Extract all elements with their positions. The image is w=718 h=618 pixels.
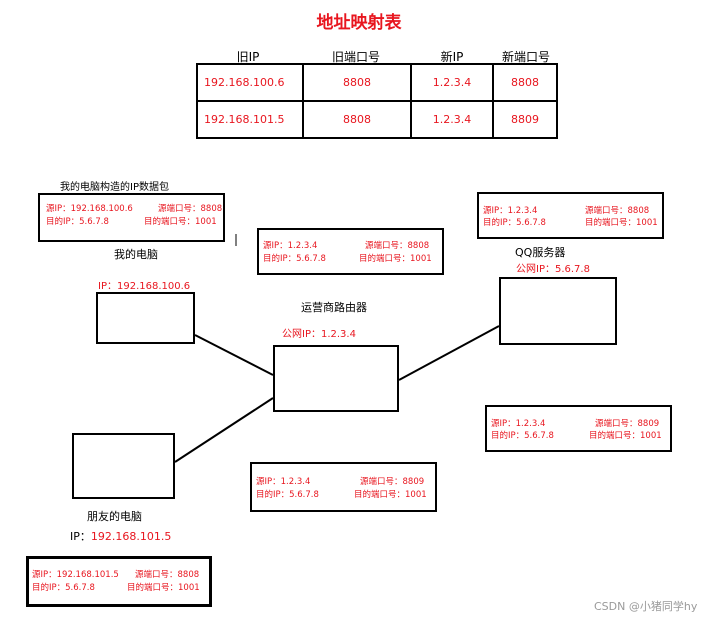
packet-dst-ip: 目的IP：5.6.7.8 — [256, 490, 319, 500]
table-header-old-ip: 旧IP — [236, 50, 260, 64]
packet-src-ip: 源IP：1.2.3.4 — [256, 477, 311, 487]
line-friend-router — [174, 397, 274, 463]
packet-dst-port: 目的端口号：1001 — [589, 431, 662, 441]
watermark: CSDN @小猪同学hy — [594, 600, 698, 613]
line-router-qq — [398, 325, 500, 381]
qq-server-node — [499, 277, 617, 345]
my-pc-node — [96, 292, 195, 344]
router-outgoing-packet-8809: 源IP：1.2.3.4 源端口号：8809 目的IP：5.6.7.8 目的端口号… — [250, 462, 437, 512]
friend-pc-ip-value: 192.168.101.5 — [90, 530, 172, 543]
packet-dst-ip: 目的IP：5.6.7.8 — [483, 218, 546, 228]
packet-src-ip: 源IP：1.2.3.4 — [263, 241, 318, 251]
my-pc-label: 我的电脑 — [114, 248, 158, 261]
line-mypc-router — [194, 334, 274, 376]
page-title: 地址映射表 — [316, 13, 402, 33]
address-mapping-table: 192.168.100.6 8808 1.2.3.4 8808 192.168.… — [196, 63, 558, 139]
my-pc-ip: IP：192.168.100.6 — [98, 281, 191, 292]
packet-dst-port: 目的端口号：1001 — [359, 254, 432, 264]
packet-src-ip: 源IP：1.2.3.4 — [491, 419, 546, 429]
router-public-ip: 公网IP：1.2.3.4 — [282, 329, 356, 340]
table-header-old-port: 旧端口号 — [331, 50, 380, 64]
my-pc-packet: 源IP：192.168.100.6 源端口号：8808 目的IP：5.6.7.8… — [38, 193, 225, 242]
table-row: 192.168.100.6 8808 1.2.3.4 8808 — [196, 63, 558, 102]
packet-src-ip: 源IP：192.168.100.6 — [46, 204, 133, 214]
friend-pc-node — [72, 433, 175, 499]
qq-server-public-ip: 公网IP：5.6.7.8 — [516, 264, 590, 275]
table-cell: 8808 — [492, 63, 558, 102]
packet-src-port: 源端口号：8808 — [135, 570, 200, 580]
qq-server-label: QQ服务器 — [515, 246, 566, 259]
packet-dst-port: 目的端口号：1001 — [127, 583, 200, 593]
friend-pc-packet: 源IP：192.168.101.5 源端口号：8808 目的IP：5.6.7.8… — [26, 556, 212, 607]
table-header-new-ip: 新IP — [440, 50, 464, 64]
router-node — [273, 345, 399, 412]
my-pc-packet-caption: 我的电脑构造的IP数据包 — [60, 182, 169, 193]
table-header-new-port: 新端口号 — [501, 50, 550, 64]
packet-dst-ip: 目的IP：5.6.7.8 — [263, 254, 326, 264]
table-row: 192.168.101.5 8808 1.2.3.4 8809 — [196, 100, 558, 139]
table-cell: 8808 — [302, 63, 412, 102]
table-cell: 192.168.101.5 — [196, 100, 304, 139]
router-label: 运营商路由器 — [301, 301, 367, 314]
table-cell: 8809 — [492, 100, 558, 139]
table-cell: 8808 — [302, 100, 412, 139]
packet-src-ip: 源IP：192.168.101.5 — [32, 570, 119, 580]
packet-src-port: 源端口号：8809 — [360, 477, 425, 487]
packet-dst-ip: 目的IP：5.6.7.8 — [32, 583, 95, 593]
friend-pc-ip: IP：192.168.101.5 — [70, 528, 171, 544]
packet-src-ip: 源IP：1.2.3.4 — [483, 206, 538, 216]
packet-src-port: 源端口号：8808 — [585, 206, 650, 216]
router-outgoing-packet-8808: 源IP：1.2.3.4 源端口号：8808 目的IP：5.6.7.8 目的端口号… — [257, 228, 444, 275]
packet-dst-port: 目的端口号：1001 — [354, 490, 427, 500]
packet-dst-ip: 目的IP：5.6.7.8 — [46, 217, 109, 227]
packet-dst-port: 目的端口号：1001 — [144, 217, 217, 227]
packet-dst-ip: 目的IP：5.6.7.8 — [491, 431, 554, 441]
table-cell: 1.2.3.4 — [410, 63, 494, 102]
packet-src-port: 源端口号：8808 — [365, 241, 430, 251]
packet-src-port: 源端口号：8808 — [158, 204, 223, 214]
friend-pc-label: 朋友的电脑 — [87, 510, 142, 523]
packet-dst-port: 目的端口号：1001 — [585, 218, 658, 228]
table-cell: 192.168.100.6 — [196, 63, 304, 102]
qq-server-packet-8808: 源IP：1.2.3.4 源端口号：8808 目的IP：5.6.7.8 目的端口号… — [477, 192, 664, 239]
table-cell: 1.2.3.4 — [410, 100, 494, 139]
packet-src-port: 源端口号：8809 — [595, 419, 660, 429]
friend-pc-ip-prefix: IP： — [70, 530, 91, 543]
qq-server-packet-8809: 源IP：1.2.3.4 源端口号：8809 目的IP：5.6.7.8 目的端口号… — [485, 405, 672, 452]
